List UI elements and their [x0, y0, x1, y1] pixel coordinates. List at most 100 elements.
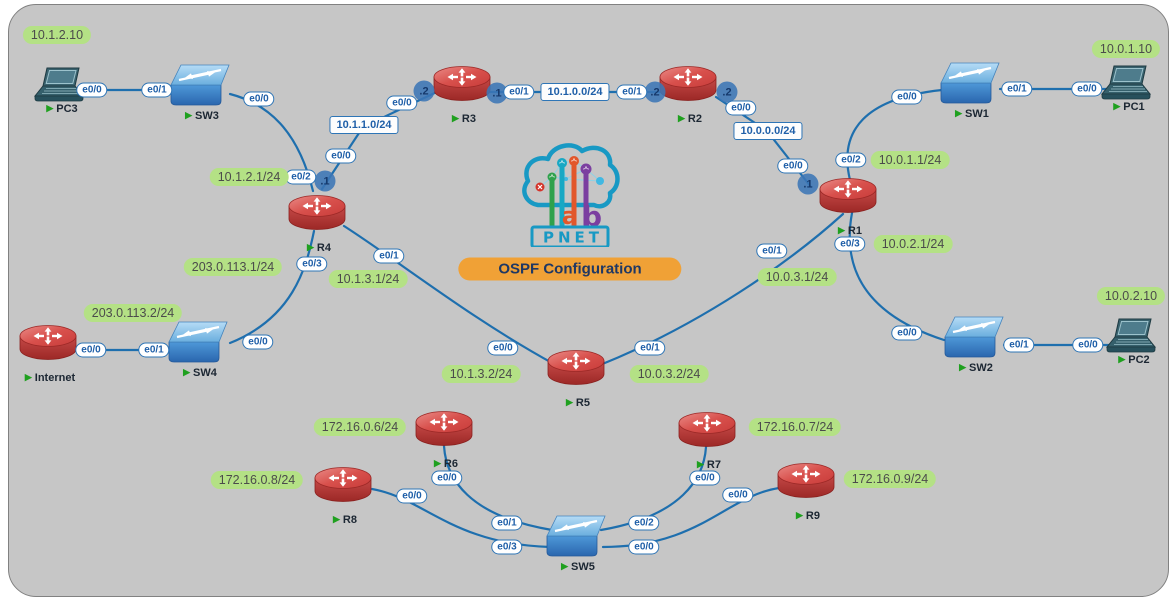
interface-badge: e0/0	[891, 325, 923, 341]
device-name: R6	[443, 458, 458, 470]
logo-letter-b: b	[582, 200, 602, 233]
interface-badge: e0/0	[431, 470, 463, 486]
interface-badge: e0/1	[1003, 337, 1035, 353]
device-pc3[interactable]	[34, 67, 86, 105]
device-name: SW4	[193, 367, 217, 379]
network-label: 10.0.0.0/24	[733, 122, 803, 140]
laptop-icon	[34, 67, 85, 102]
switch-icon	[944, 316, 1004, 358]
device-label-pc2: ▶PC2	[1092, 354, 1175, 366]
network-label: 10.1.1.0/24	[329, 116, 399, 134]
device-r1[interactable]	[819, 178, 877, 214]
interface-badge: e0/1	[138, 342, 170, 358]
device-pc1[interactable]	[1101, 65, 1153, 103]
ip-label: 172.16.0.6/24	[313, 418, 407, 436]
interface-badge: e0/0	[628, 539, 660, 555]
ip-label: 10.0.2.1/24	[873, 235, 953, 253]
switch-icon	[940, 62, 1000, 104]
device-r2[interactable]	[659, 66, 717, 102]
mesh-nodes	[535, 156, 604, 192]
interface-badge: e0/1	[141, 82, 173, 98]
play-triangle-icon: ▶	[678, 113, 685, 123]
device-label-pc1: ▶PC1	[1087, 101, 1171, 113]
ip-label: 203.0.113.1/24	[183, 258, 283, 276]
router-icon	[777, 463, 835, 498]
device-name: Internet	[34, 372, 76, 384]
play-triangle-icon: ▶	[566, 397, 573, 407]
play-triangle-icon: ▶	[24, 372, 32, 382]
device-r4[interactable]	[288, 195, 346, 231]
device-label-r7: ▶R7	[667, 459, 751, 471]
ip-label: 10.0.1.1/24	[870, 151, 950, 169]
lab-cables	[549, 160, 589, 228]
ip-label: 10.1.2.1/24	[209, 168, 289, 186]
play-triangle-icon: ▶	[561, 561, 569, 571]
device-name: R1	[847, 225, 862, 237]
router-icon	[659, 66, 717, 101]
device-label-pc3: ▶PC3	[20, 103, 104, 115]
interface-badge: e0/0	[777, 158, 809, 174]
interface-badge: e0/1	[634, 340, 666, 356]
router-icon	[288, 195, 346, 230]
device-label-r4: ▶R4	[277, 242, 361, 254]
device-label-r2: ▶R2	[648, 113, 732, 125]
device-label-r8: ▶R8	[303, 514, 387, 526]
device-label-sw5: ▶SW5	[536, 561, 620, 573]
ip-label: 10.0.3.1/24	[757, 268, 837, 286]
interface-badge: e0/0	[487, 340, 519, 356]
host-dot: .2	[644, 81, 666, 103]
device-name: SW3	[195, 110, 219, 122]
device-internet[interactable]	[19, 325, 77, 361]
device-r8[interactable]	[314, 467, 372, 503]
device-r5[interactable]	[547, 350, 605, 386]
play-triangle-icon: ▶	[838, 225, 845, 235]
title-banner: OSPF Configuration	[458, 257, 682, 281]
ip-label: 172.16.0.8/24	[210, 471, 304, 489]
interface-badge: e0/0	[689, 470, 721, 486]
interface-badge: e0/0	[243, 91, 275, 107]
interface-badge: e0/0	[386, 95, 418, 111]
interface-badge: e0/1	[1001, 81, 1033, 97]
device-name: R8	[342, 514, 357, 526]
device-label-r6: ▶R6	[404, 458, 488, 470]
interface-badge: e0/0	[891, 89, 923, 105]
router-icon	[314, 467, 372, 502]
device-sw3[interactable]	[169, 64, 231, 106]
interface-badge: e0/0	[242, 334, 274, 350]
interface-badge: e0/0	[325, 148, 357, 164]
device-sw4[interactable]	[167, 321, 229, 363]
router-icon	[547, 350, 605, 385]
interface-badge: e0/2	[628, 515, 660, 531]
ip-label: 172.16.0.7/24	[748, 418, 842, 436]
ip-label: 10.1.2.10	[22, 26, 92, 44]
device-name: PC1	[1123, 101, 1145, 113]
play-triangle-icon: ▶	[46, 103, 54, 113]
interface-badge: e0/0	[75, 342, 107, 358]
play-triangle-icon: ▶	[959, 362, 967, 372]
host-dot: .1	[797, 173, 819, 195]
switch-icon	[546, 515, 606, 557]
device-label-sw1: ▶SW1	[930, 108, 1014, 120]
ip-label: 172.16.0.9/24	[843, 470, 937, 488]
device-sw1[interactable]	[939, 62, 1001, 104]
device-label-internet: ▶Internet	[8, 372, 92, 384]
device-name: R2	[687, 113, 702, 125]
interface-badge: e0/2	[285, 169, 317, 185]
host-dot: .2	[413, 80, 435, 102]
device-r3[interactable]	[433, 66, 491, 102]
interface-badge: e0/0	[725, 100, 757, 116]
interface-badge: e0/0	[722, 487, 754, 503]
device-name: R5	[575, 397, 590, 409]
switch-icon	[170, 64, 230, 106]
device-pc2[interactable]	[1106, 318, 1158, 356]
ip-label: 10.0.3.2/24	[629, 365, 709, 383]
router-icon	[19, 325, 77, 360]
device-r7[interactable]	[678, 412, 736, 448]
interface-badge: e0/3	[296, 256, 328, 272]
device-r6[interactable]	[415, 411, 473, 447]
device-name: PC3	[56, 103, 78, 115]
device-sw2[interactable]	[943, 316, 1005, 358]
play-triangle-icon: ▶	[185, 110, 193, 120]
device-r9[interactable]	[777, 463, 835, 499]
device-sw5[interactable]	[545, 515, 607, 557]
